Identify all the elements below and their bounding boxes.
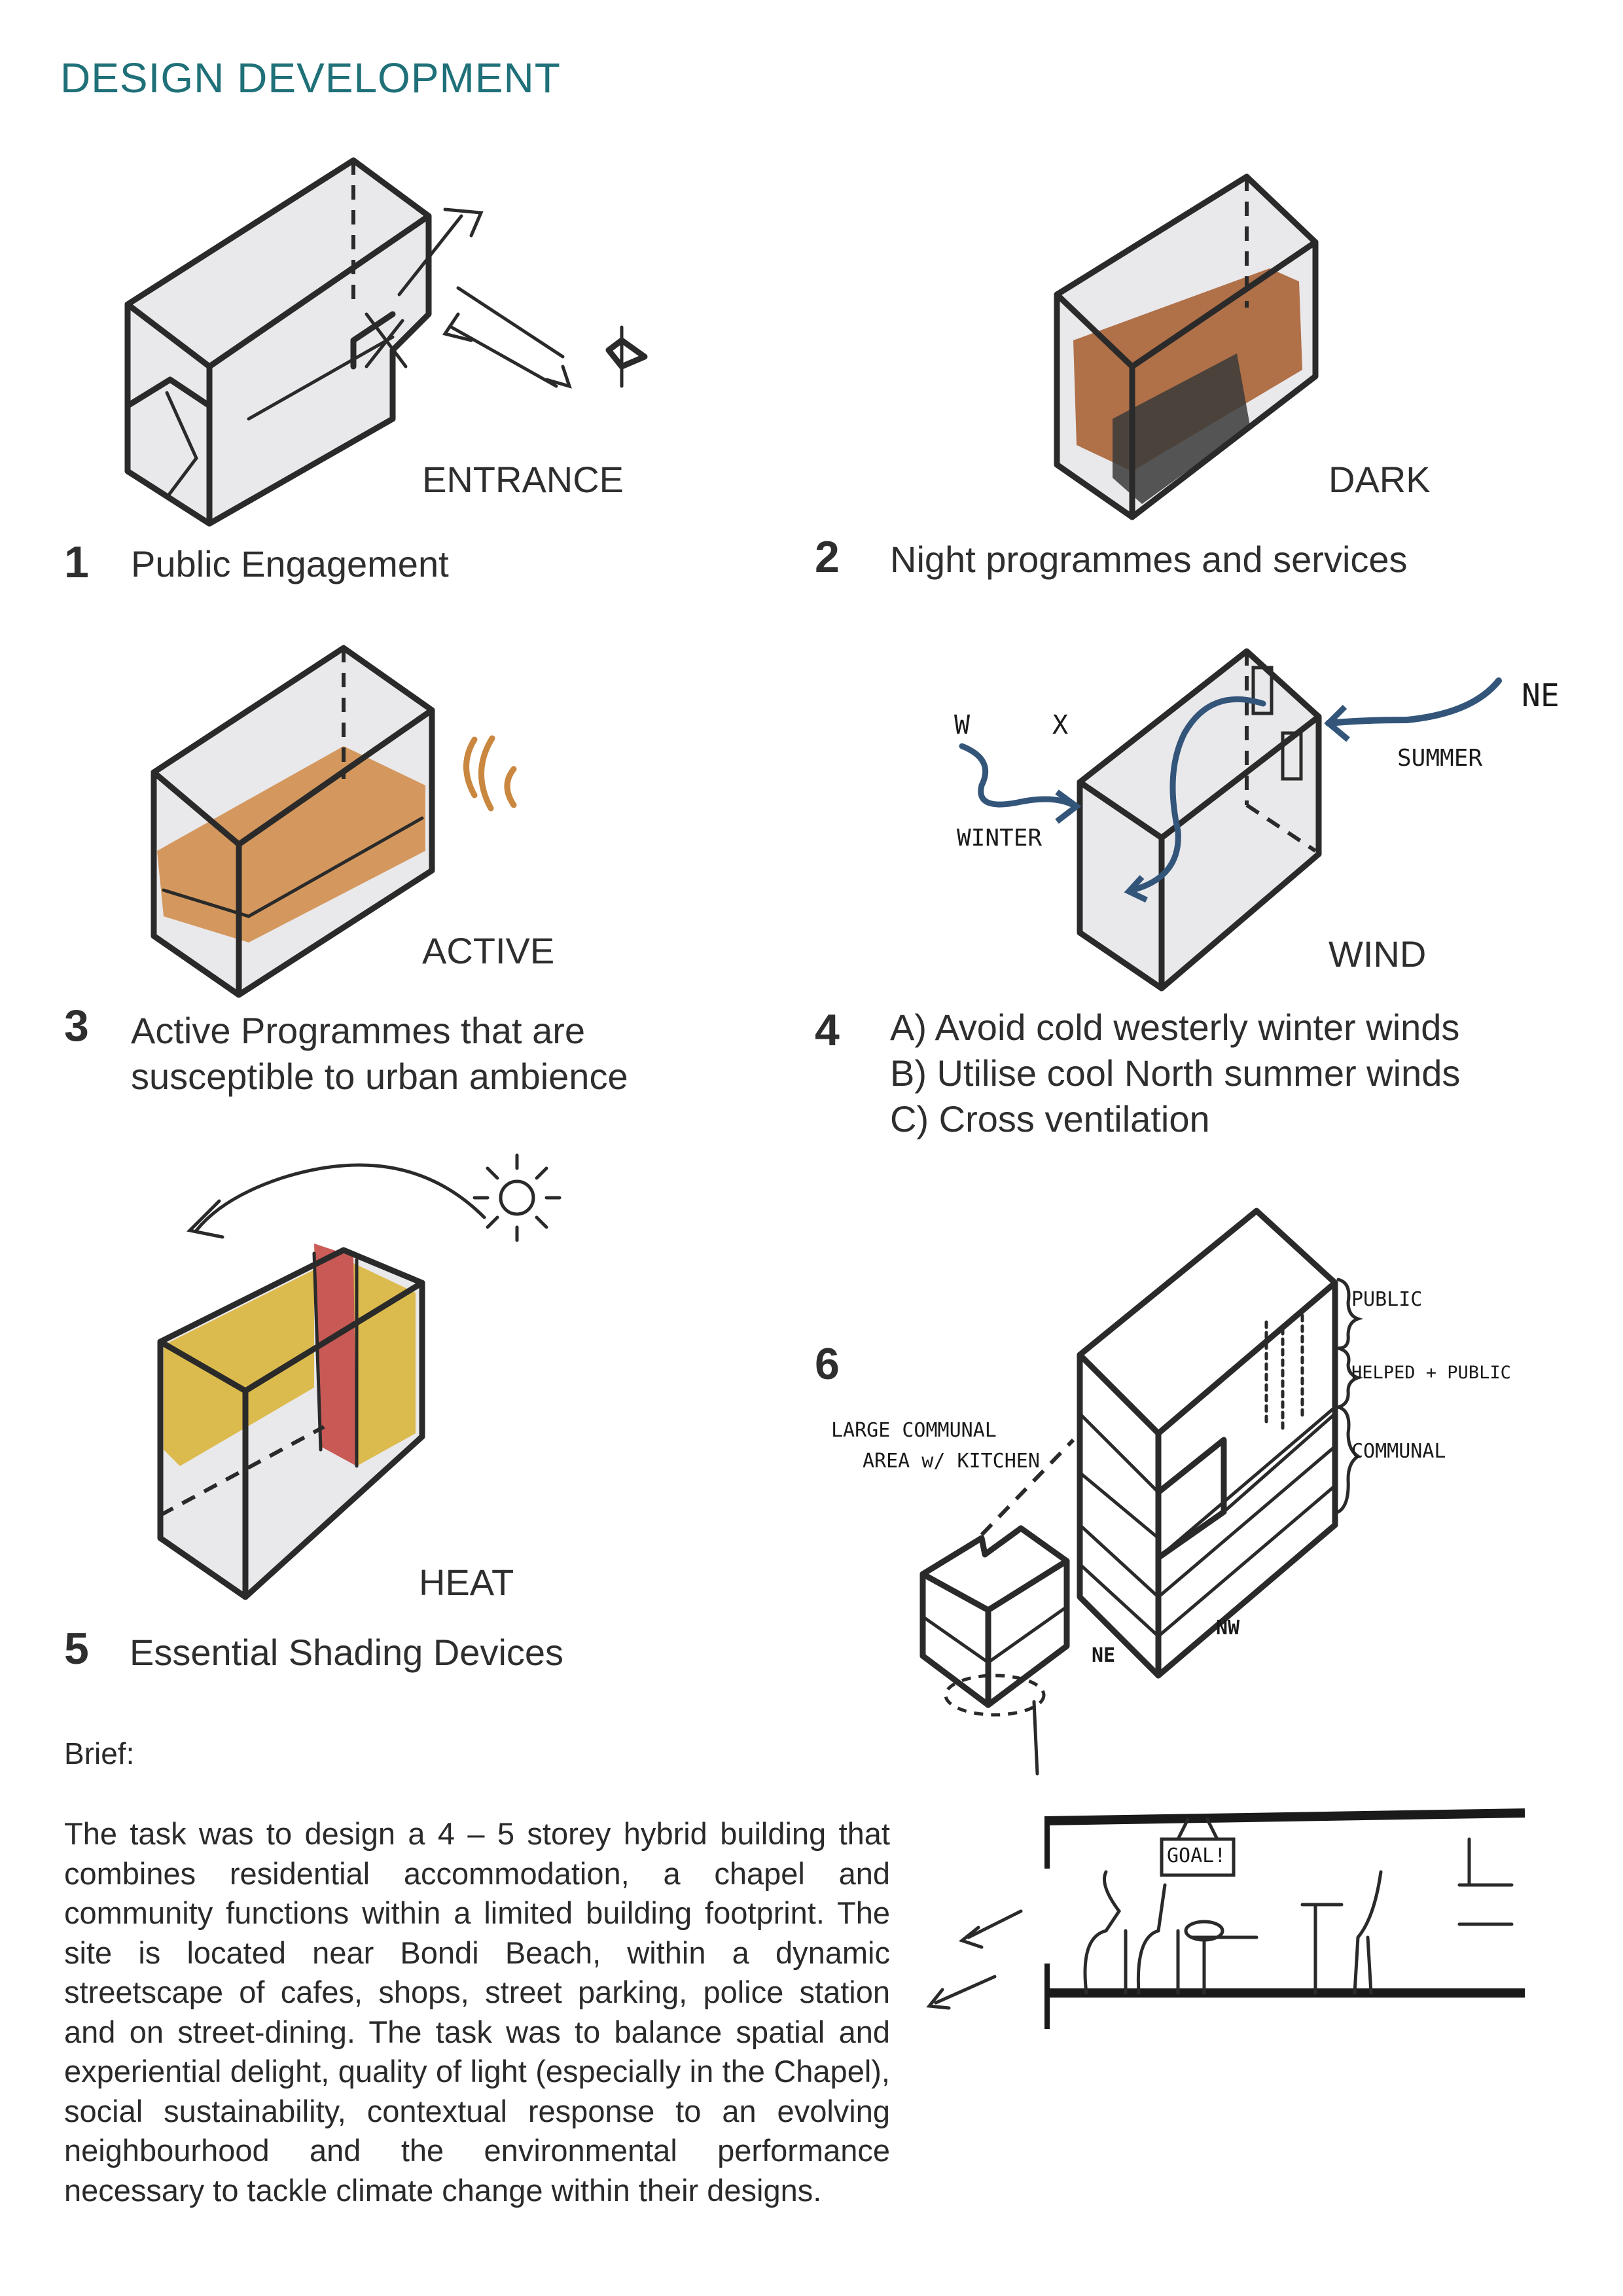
entrance-tag: ENTRANCE	[422, 459, 624, 500]
panel-5-number: 5	[64, 1624, 89, 1674]
wind-tag: WIND	[1329, 933, 1427, 975]
nw-label: NW	[1216, 1617, 1240, 1640]
panel-1-caption: Public Engagement	[131, 543, 449, 584]
panel-3-caption-line-2: susceptible to urban ambience	[131, 1056, 628, 1097]
panel-2-number: 2	[815, 532, 840, 582]
panel-4-number: 4	[815, 1005, 840, 1055]
wind-x-label: X	[1052, 710, 1069, 740]
panel-3-caption-line-1: Active Programmes that are	[131, 1010, 586, 1051]
panel-6-number: 6	[815, 1339, 840, 1389]
panel-4-caption-line-2: B) Utilise cool North summer winds	[890, 1052, 1461, 1094]
panel-4-caption-line-3: C) Cross ventilation	[890, 1098, 1210, 1139]
panel-1-number: 1	[64, 537, 89, 587]
wind-winter-label: WINTER	[957, 825, 1043, 852]
wind-w-label: W	[954, 710, 971, 740]
communal-area-label-2: AREA w/ KITCHEN	[863, 1450, 1040, 1473]
dark-tag: DARK	[1329, 459, 1431, 500]
helped-public-label: HELPED + PUBLIC	[1351, 1363, 1511, 1383]
public-label: PUBLIC	[1351, 1288, 1423, 1311]
brief-text: The task was to design a 4 – 5 storey hy…	[64, 1816, 890, 2208]
brief-heading: Brief:	[64, 1736, 135, 1770]
panel-4-caption-line-1: A) Avoid cold westerly winter winds	[890, 1007, 1460, 1048]
page-title: DESIGN DEVELOPMENT	[60, 54, 561, 101]
ne-label: NE	[1092, 1644, 1116, 1667]
panel-5-caption: Essential Shading Devices	[130, 1632, 564, 1673]
communal-area-label-1: LARGE COMMUNAL	[831, 1419, 997, 1442]
wind-summer-label: SUMMER	[1397, 745, 1483, 772]
panel-3-number: 3	[64, 1001, 89, 1050]
communal-label: COMMUNAL	[1351, 1440, 1446, 1463]
heat-tag: HEAT	[419, 1562, 514, 1603]
panel-2-caption: Night programmes and services	[890, 539, 1408, 580]
wind-ne-label: NE	[1522, 677, 1560, 714]
goal-sign: GOAL!	[1167, 1844, 1226, 1867]
active-tag: ACTIVE	[422, 930, 555, 971]
